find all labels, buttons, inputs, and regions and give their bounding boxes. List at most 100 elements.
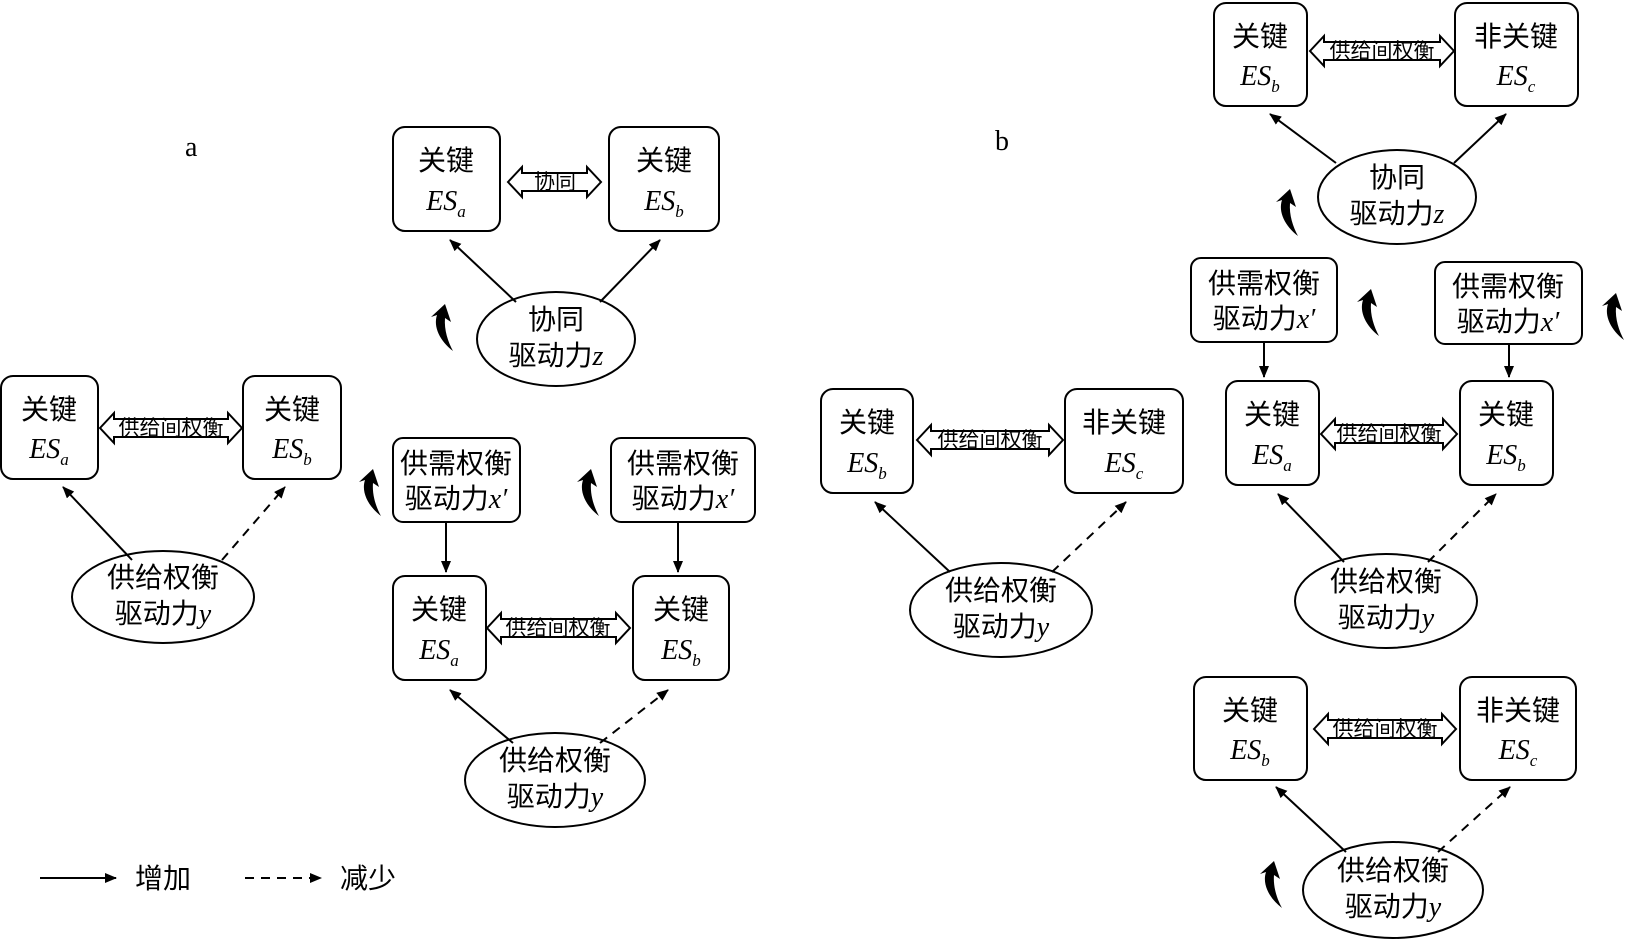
trend-up-icon <box>431 304 453 351</box>
top-driver-box: 供需权衡 驱动力x′ <box>392 437 521 523</box>
box-label: 关键 <box>636 144 692 177</box>
group-b-sync: 关键 ESb 非关键 ESc 供给间权衡 协同 驱动力z <box>1213 2 1579 245</box>
relation-label: 供给间权衡 <box>1330 39 1435 63</box>
driver-ellipse: 供给权衡 驱动力y <box>71 550 255 644</box>
increase-arrow <box>599 239 661 303</box>
es-label: ESb <box>1485 440 1526 475</box>
driver-line2: 驱动力y <box>1345 890 1442 923</box>
es-label: ESa <box>1251 440 1292 475</box>
es-box: 关键 ESb <box>1459 380 1554 486</box>
increase-arrow <box>1269 113 1337 164</box>
es-label: ESb <box>271 434 312 469</box>
panel-label-a: a <box>185 132 198 163</box>
driver-line1: 供给权衡 <box>1330 565 1442 598</box>
relation-label: 协同 <box>534 170 576 194</box>
increase-arrow <box>449 689 514 744</box>
driver-line2: 驱动力z <box>509 339 604 372</box>
decrease-arrow <box>1051 501 1127 573</box>
group-a-demand: 供需权衡 驱动力x′ 供需权衡 驱动力x′ 关键 ESa 关键 ESb 供给间权… <box>359 437 756 828</box>
group-b-supply-increase: 关键 ESb 非关键 ESc 供给间权衡 供给权衡 驱动力y <box>1193 676 1577 939</box>
es-box: 关键 ESb <box>820 388 914 494</box>
top-driver-line2: 驱动力x′ <box>405 482 508 515</box>
box-label: 关键 <box>1244 398 1300 431</box>
es-box: 非关键 ESc <box>1454 2 1579 107</box>
driver-line2: 驱动力y <box>115 597 212 630</box>
box-label: 非关键 <box>1082 406 1166 439</box>
top-driver-line1: 供需权衡 <box>400 447 512 480</box>
box-label: 关键 <box>653 593 709 626</box>
relation-arrow <box>1308 33 1456 69</box>
box-label: 关键 <box>1222 694 1278 727</box>
increase-arrow <box>874 501 951 573</box>
es-box: 关键 ESb <box>632 575 730 681</box>
decrease-arrow <box>1437 786 1511 853</box>
relation-arrow <box>915 422 1065 458</box>
group-b-supply: 关键 ESb 非关键 ESc 供给间权衡 供给权衡 驱动力y <box>820 388 1184 658</box>
top-driver-box: 供需权衡 驱动力x′ <box>1434 261 1583 345</box>
es-box: 关键 ESb <box>242 375 342 480</box>
trend-up-icon <box>1276 189 1298 236</box>
driver-line1: 供给权衡 <box>945 574 1057 607</box>
box-label: 关键 <box>839 406 895 439</box>
top-driver-line1: 供需权衡 <box>1208 267 1320 300</box>
increase-arrow <box>1453 113 1507 164</box>
trend-up-icon <box>1357 289 1379 336</box>
top-driver-line2: 驱动力x′ <box>1457 305 1560 338</box>
es-label: ESb <box>1239 61 1280 96</box>
es-label: ESc <box>1496 61 1536 96</box>
relation-arrow <box>98 410 244 446</box>
es-box: 关键 ESa <box>392 575 487 681</box>
relation-label: 供给间权衡 <box>119 416 224 440</box>
es-label: ESc <box>1498 735 1538 770</box>
driver-ellipse: 协同 驱动力z <box>1317 149 1477 245</box>
trend-up-icon <box>577 469 599 516</box>
es-label: ESa <box>28 434 69 469</box>
trend-up-icon <box>359 469 381 516</box>
driver-ellipse: 协同 驱动力z <box>476 291 636 387</box>
relation-label: 供给间权衡 <box>938 428 1043 452</box>
increase-arrow <box>449 239 517 303</box>
group-b-demand: 供需权衡 驱动力x′ 供需权衡 驱动力x′ 关键 ESa 关键 ESb 供给间权… <box>1190 257 1624 649</box>
driver-line1: 供给权衡 <box>499 744 611 777</box>
driver-line1: 供给权衡 <box>1337 854 1449 887</box>
top-driver-line1: 供需权衡 <box>1452 270 1564 303</box>
box-label: 非关键 <box>1474 20 1558 53</box>
relation-label: 供给间权衡 <box>1337 422 1442 446</box>
driver-ellipse: 供给权衡 驱动力y <box>909 562 1093 658</box>
driver-line1: 供给权衡 <box>107 561 219 594</box>
es-label: ESb <box>1229 735 1270 770</box>
relation-arrow <box>506 164 603 200</box>
es-box: 关键 ESa <box>1225 380 1320 486</box>
es-label: ESc <box>1104 448 1144 483</box>
box-label: 关键 <box>1478 398 1534 431</box>
driver-ellipse: 供给权衡 驱动力y <box>464 732 646 828</box>
es-box: 关键 ESa <box>0 375 99 480</box>
driver-line2: 驱动力y <box>953 610 1050 643</box>
driver-line1: 协同 <box>528 303 584 336</box>
relation-arrow <box>485 610 632 646</box>
box-label: 关键 <box>264 393 320 426</box>
panel-label-b: b <box>995 126 1009 157</box>
legend-increase-label: 增加 <box>135 862 191 895</box>
relation-arrow <box>1312 711 1458 747</box>
decrease-arrow <box>1427 493 1497 563</box>
box-label: 关键 <box>418 144 474 177</box>
group-a-sync: 关键 ESa 关键 ESb 协同 协同 驱动力z <box>392 126 720 387</box>
box-label: 关键 <box>411 593 467 626</box>
es-box: 关键 ESb <box>608 126 720 232</box>
box-label: 关键 <box>21 393 77 426</box>
trend-up-icon <box>1602 293 1624 340</box>
trend-up-icon <box>1260 861 1282 908</box>
relation-label: 供给间权衡 <box>506 616 611 640</box>
decrease-arrow <box>599 689 669 744</box>
relation-arrow <box>1319 416 1459 452</box>
es-box: 关键 ESb <box>1193 676 1308 781</box>
box-label: 关键 <box>1232 20 1288 53</box>
decrease-arrow <box>221 486 286 561</box>
es-box: 非关键 ESc <box>1459 676 1577 781</box>
driver-ellipse: 供给权衡 驱动力y <box>1302 841 1484 939</box>
es-label: ESb <box>660 635 701 670</box>
top-driver-box: 供需权衡 驱动力x′ <box>610 437 756 523</box>
driver-line2: 驱动力z <box>1350 197 1445 230</box>
